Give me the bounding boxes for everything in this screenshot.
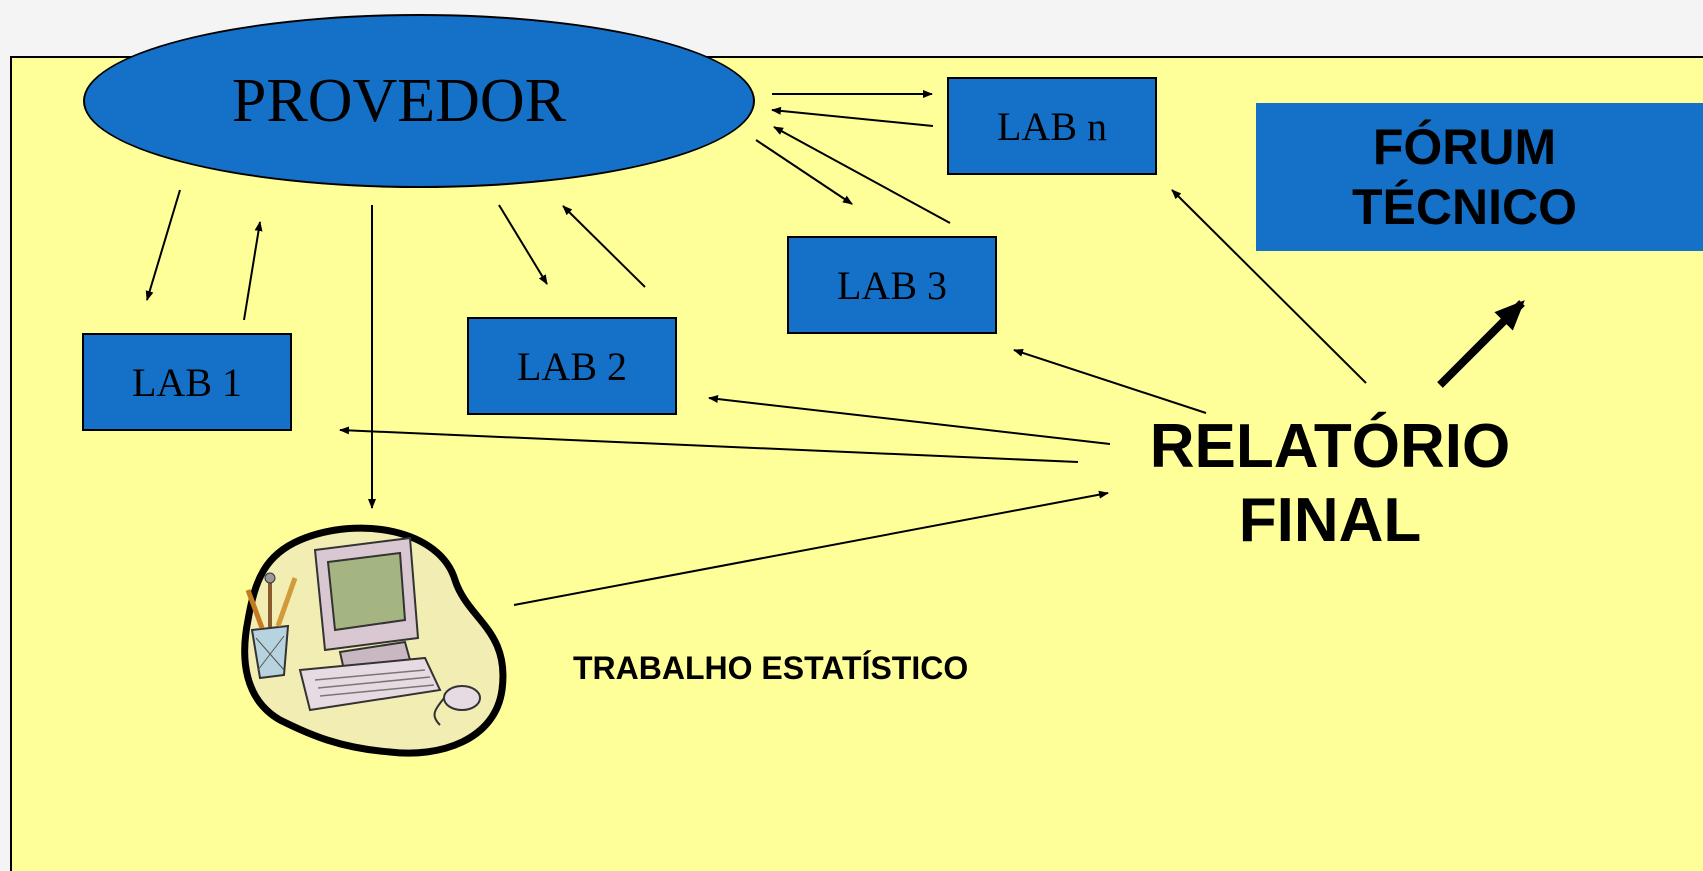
lab-n-box: LAB n <box>947 77 1157 175</box>
lab-n-label: LAB n <box>997 103 1107 149</box>
report-label-line1: RELATÓRIO <box>1149 412 1511 481</box>
lab-2-label: LAB 2 <box>517 343 627 389</box>
lab-2-box: LAB 2 <box>467 317 677 415</box>
provider-ellipse: PROVEDOR <box>83 14 755 188</box>
forum-label-line1: FÓRUM <box>1372 119 1557 175</box>
lab-3-box: LAB 3 <box>787 236 997 334</box>
forum-label-line2: TÉCNICO <box>1352 179 1577 235</box>
report-label-line2: FINAL <box>1238 486 1422 555</box>
lab-1-label: LAB 1 <box>132 359 242 405</box>
report-label: RELATÓRIO FINAL <box>1110 410 1550 558</box>
forum-box: FÓRUM TÉCNICO <box>1256 103 1703 251</box>
computer-clipart-icon <box>241 524 507 757</box>
statistics-label: TRABALHO ESTATÍSTICO <box>573 650 969 686</box>
lab-1-box: LAB 1 <box>82 333 292 431</box>
lab-3-label: LAB 3 <box>837 262 947 308</box>
provider-label: PROVEDOR <box>231 66 567 135</box>
